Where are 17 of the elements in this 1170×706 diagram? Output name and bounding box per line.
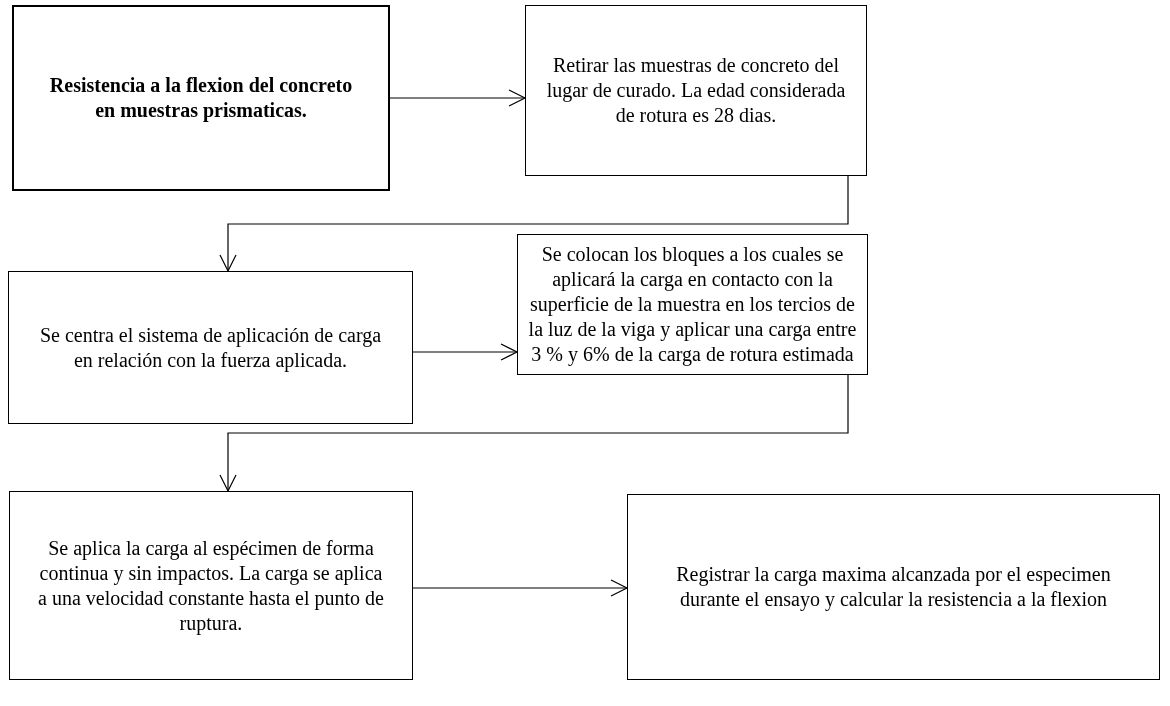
arrow	[412, 343, 518, 361]
process-box	[9, 491, 413, 680]
process-box	[8, 271, 413, 424]
step-text: Resistencia a la flexion del concreto en muestras prismaticas.	[48, 73, 354, 123]
process-box	[627, 494, 1160, 680]
arrow	[219, 175, 849, 272]
step-text: Registrar la carga maxima alcanzada por el especimen durante el ensayo y calcular la resistencia a la flexion	[676, 562, 1111, 612]
step-text: Retirar las muestras de concreto del lugar de curado. La edad considerada de rotura es 28 dias.	[545, 53, 847, 128]
process-box	[517, 234, 868, 375]
arrow	[389, 89, 526, 107]
process-box	[525, 5, 867, 176]
step-text: Se aplica la carga al espécimen de forma continua y sin impactos. La carga se aplica a una velocidad constante hasta el punto de ruptura.	[37, 535, 385, 636]
arrow	[219, 374, 849, 492]
arrow	[412, 579, 628, 597]
step-text: Se colocan los bloques a los cuales se aplicará la carga en contacto con la superficie de la muestra en los tercios de la luz de la viga y aplicar una carga entre 3 % y 6% de la carga de rotura estimada	[527, 242, 858, 367]
step-text: Se centra el sistema de aplicación de carga en relación con la fuerza aplicada.	[38, 322, 383, 373]
process-box	[12, 5, 390, 191]
